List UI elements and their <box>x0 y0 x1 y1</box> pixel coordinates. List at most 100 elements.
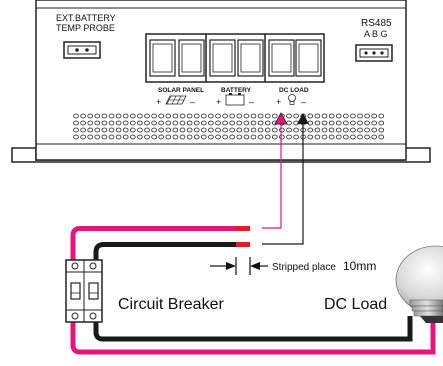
vent-hole <box>186 120 193 126</box>
vent-hole <box>193 127 200 133</box>
vent-hole <box>179 113 186 119</box>
positive-terminal-arrow <box>274 112 288 125</box>
vent-hole <box>137 127 143 133</box>
vent-hole <box>236 120 243 126</box>
vent-hole <box>130 113 136 119</box>
vent-hole <box>328 120 335 126</box>
vent-hole <box>321 127 328 133</box>
vent-hole <box>144 134 150 140</box>
vent-hole <box>314 120 321 126</box>
vent-hole <box>222 113 228 119</box>
vent-hole <box>222 134 228 140</box>
vent-hole <box>335 120 342 126</box>
stripped-tip-negative <box>236 242 250 247</box>
vent-hole <box>137 120 143 126</box>
vent-hole <box>165 127 172 133</box>
vent-hole <box>357 120 363 126</box>
vent-hole <box>73 134 79 140</box>
vent-hole <box>215 113 221 119</box>
dcload-minus: – <box>301 97 306 107</box>
vent-hole <box>243 127 250 133</box>
vent-hole <box>108 127 115 133</box>
vent-hole <box>307 134 314 140</box>
vent-hole <box>257 127 264 133</box>
vent-hole <box>186 127 193 133</box>
vent-hole <box>243 134 250 140</box>
terminal-slot-inner <box>152 43 173 73</box>
vent-hole <box>87 134 93 140</box>
vent-hole <box>144 127 150 133</box>
vent-hole <box>215 134 221 140</box>
negative-terminal-arrow <box>297 113 309 124</box>
vent-hole <box>264 134 271 140</box>
vent-hole <box>101 120 108 126</box>
vent-hole <box>364 134 370 140</box>
vent-hole <box>201 120 207 126</box>
vent-hole <box>80 134 86 140</box>
dcload-plus: + <box>276 97 281 107</box>
vent-hole <box>186 113 193 119</box>
vent-hole <box>87 127 93 133</box>
vent-hole <box>172 134 179 140</box>
stripped-dimension: Stripped place 10mm <box>210 257 376 275</box>
vent-hole <box>172 120 179 126</box>
positive-lead-thin <box>262 118 282 229</box>
terminal-slot-inner <box>271 43 292 73</box>
vent-hole <box>286 127 292 133</box>
vent-hole <box>236 113 243 119</box>
vent-hole <box>229 120 236 126</box>
vent-hole <box>186 134 193 140</box>
terminal-slot-inner <box>298 43 319 73</box>
solar-plus: + <box>156 97 161 107</box>
vent-hole <box>321 113 328 119</box>
abg-label: A B G <box>364 29 388 39</box>
vent-hole <box>172 113 179 119</box>
vent-hole <box>115 113 122 119</box>
negative-lead-thin <box>262 118 304 245</box>
vent-hole <box>158 134 165 140</box>
vent-hole <box>122 113 129 119</box>
vent-hole <box>229 134 236 140</box>
vent-hole <box>328 134 335 140</box>
terminal-block <box>145 33 325 83</box>
vent-hole <box>350 120 356 126</box>
vent-hole <box>208 113 214 119</box>
vent-hole <box>144 113 150 119</box>
vent-hole <box>201 134 207 140</box>
vent-hole <box>101 127 108 133</box>
vent-hole <box>208 120 214 126</box>
vent-hole <box>264 120 271 126</box>
vent-hole <box>115 120 122 126</box>
vent-hole <box>115 127 122 133</box>
circuit-breaker <box>65 259 103 323</box>
temp-probe-connector: EXT.BATTERY TEMP PROBE <box>56 13 116 59</box>
vent-hole <box>342 127 349 133</box>
vent-hole <box>222 120 228 126</box>
stripped-tip-positive <box>236 226 250 231</box>
vent-hole <box>151 134 157 140</box>
vent-hole <box>215 120 221 126</box>
vent-hole <box>87 113 93 119</box>
vent-hole <box>201 127 207 133</box>
vent-hole <box>286 134 292 140</box>
vent-hole <box>342 120 349 126</box>
vent-hole <box>335 134 342 140</box>
vent-hole <box>335 127 342 133</box>
vent-hole <box>371 134 378 140</box>
vent-hole <box>293 127 299 133</box>
vent-hole <box>350 134 356 140</box>
vent-hole <box>328 127 335 133</box>
vent-hole <box>342 113 349 119</box>
vent-hole <box>137 113 143 119</box>
vent-hole <box>151 113 157 119</box>
rs485-label: RS485 <box>361 18 392 29</box>
dc-load-text: DC Load <box>324 296 387 313</box>
vent-hole <box>243 113 250 119</box>
vent-hole <box>215 127 221 133</box>
vent-hole <box>165 120 172 126</box>
vent-hole <box>286 113 292 119</box>
vent-hole <box>314 134 321 140</box>
circuit-breaker-label: Circuit Breaker <box>118 296 224 313</box>
vent-hole <box>179 120 186 126</box>
